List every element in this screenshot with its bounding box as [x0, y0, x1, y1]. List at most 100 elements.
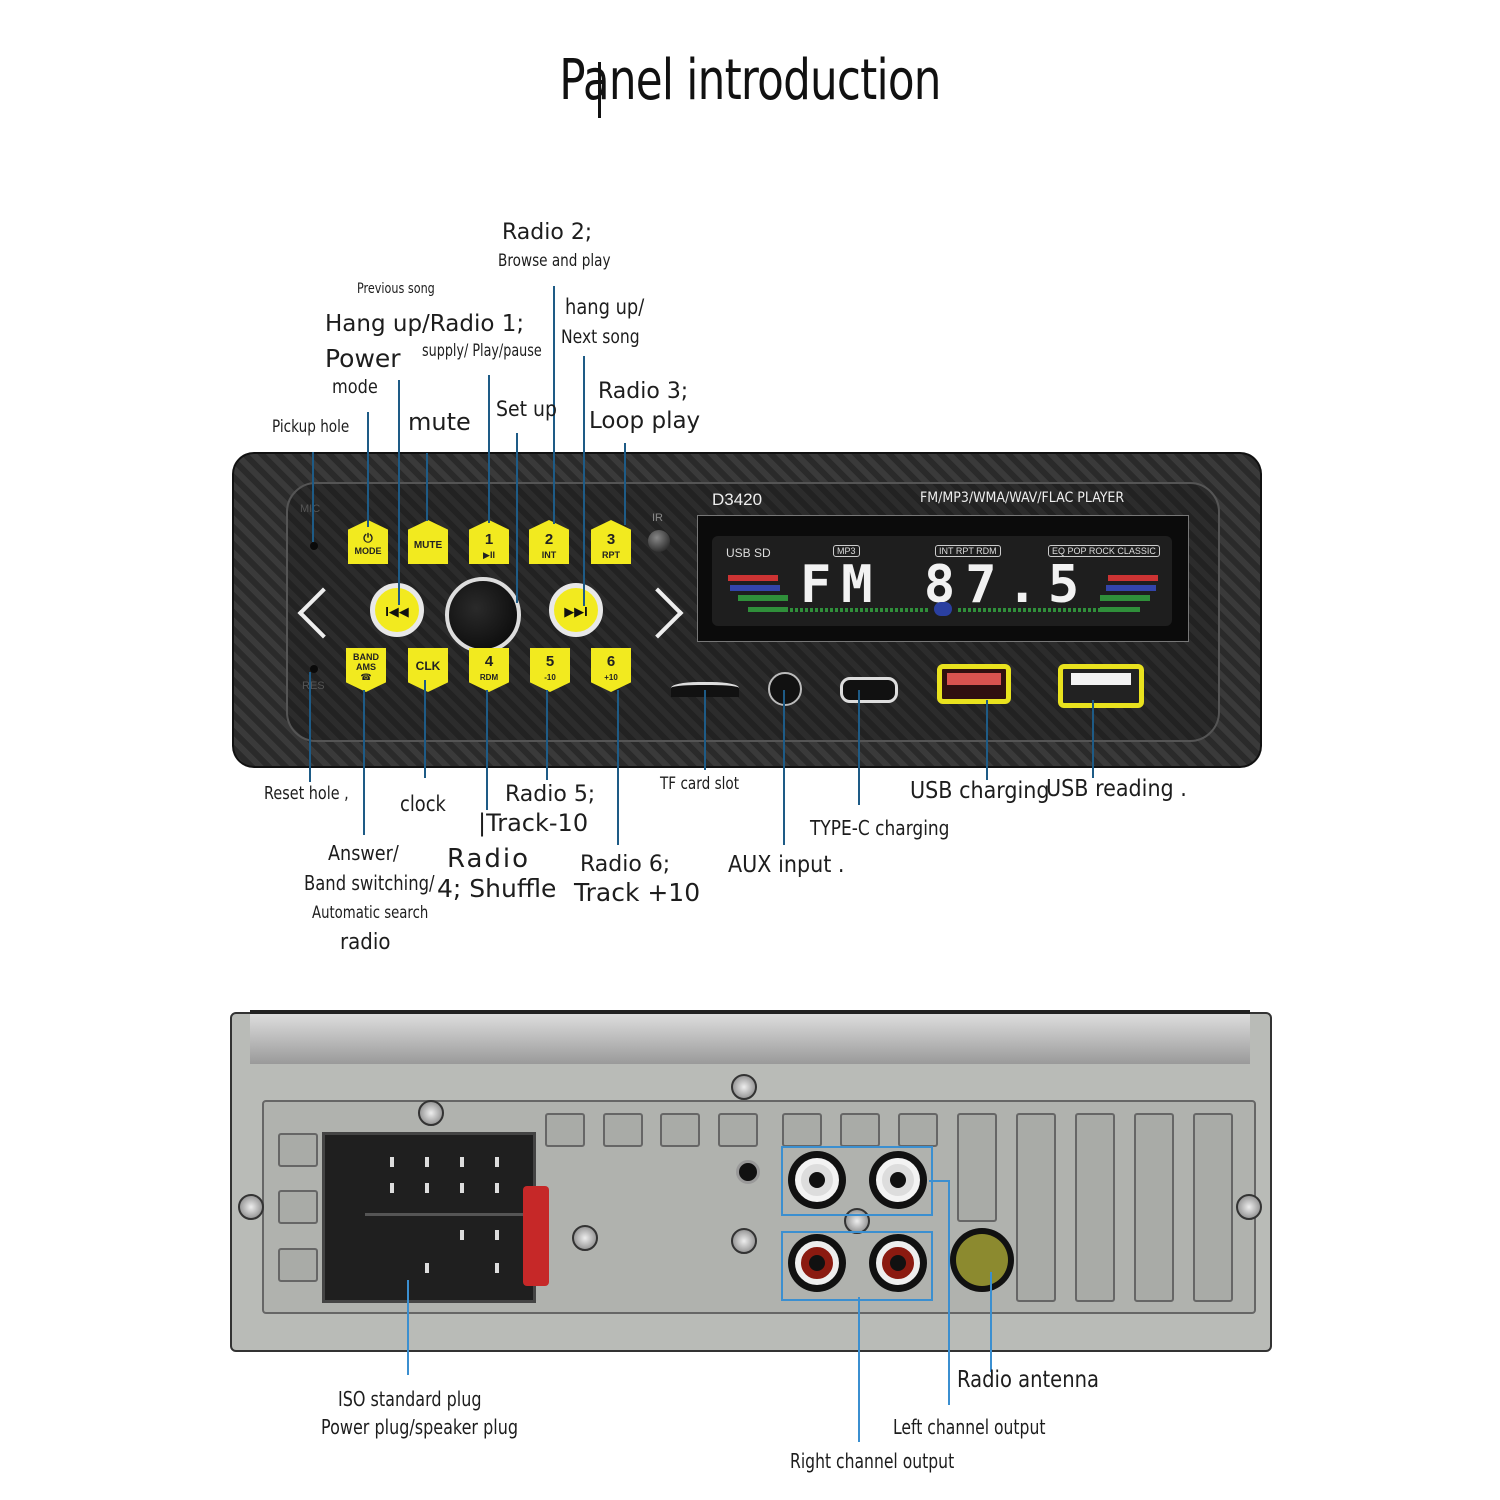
type-c-port[interactable] [840, 677, 898, 703]
preset-2-int-button[interactable]: 2 INT [529, 520, 569, 564]
vent-slot [1134, 1113, 1174, 1302]
right-channel-group-box [781, 1231, 933, 1301]
callout-radio6: Radio 6; [580, 852, 671, 877]
aux-input-jack[interactable] [768, 672, 802, 706]
callout-automatic-search: Automatic search [312, 903, 429, 923]
previous-track-icon: I◀◀ [385, 604, 409, 619]
reset-hole[interactable] [310, 665, 318, 673]
vent-slot [782, 1113, 822, 1147]
rear-chassis-top [250, 1010, 1250, 1064]
preset-4-rdm-button[interactable]: 4 RDM [469, 648, 509, 692]
leader-radio2 [553, 286, 555, 524]
callout-pickup-hole: Pickup hole [272, 417, 350, 437]
callout-radio-word: radio [340, 930, 391, 955]
lcd-level-dots-left [780, 608, 930, 612]
usb-charging-port[interactable] [937, 664, 1011, 704]
mute-button-label: MUTE [413, 540, 443, 551]
leader-next-song [583, 356, 585, 606]
screw-icon [844, 1208, 870, 1234]
band-ams-label: BAND AMS [353, 652, 379, 672]
leader-usb-reading [1092, 700, 1094, 778]
leader-type-c [858, 690, 860, 805]
lcd-mp3-label: MP3 [833, 545, 860, 557]
page-title: Panel introduction [559, 48, 941, 113]
leader-reset-hole [309, 672, 311, 782]
phone-answer-icon: ☎ [360, 671, 372, 682]
callout-track-minus-10: |Track-10 [478, 809, 589, 837]
callout-band-switching: Band switching/ [304, 871, 435, 895]
lcd-level-dots-right [958, 608, 1108, 612]
vent-slot [957, 1113, 997, 1222]
bluetooth-indicator-icon [934, 602, 952, 616]
callout-aux-input: AUX input . [728, 852, 845, 878]
preset-5-number: 5 [545, 653, 555, 670]
band-ams-button[interactable]: BAND AMS ☎ [346, 648, 386, 692]
callout-mute: mute [408, 408, 471, 436]
leader-right-channel [858, 1297, 860, 1442]
callout-hang-up-radio1: Hang up/Radio 1; [325, 311, 525, 337]
preset-1-number: 1 [484, 531, 494, 548]
ir-sensor [648, 530, 670, 552]
vent-slot [603, 1113, 643, 1147]
leader-radio5 [546, 690, 548, 780]
callout-browse-and-play: Browse and play [498, 251, 611, 271]
callout-iso-plug: ISO standard plug [338, 1387, 482, 1411]
screw-icon [572, 1225, 598, 1251]
screw-icon [731, 1228, 757, 1254]
leader-play-pause [488, 375, 490, 523]
rca-red-output-2[interactable] [869, 1234, 927, 1292]
leader-left-channel-h [929, 1180, 949, 1182]
callout-right-channel-output: Right channel output [790, 1449, 955, 1473]
leader-radio-antenna [990, 1272, 992, 1372]
mute-button[interactable]: MUTE [408, 520, 448, 564]
preset-1-play-pause-button[interactable]: 1 ▶II [469, 520, 509, 564]
leader-mute [426, 453, 428, 521]
preset-3-sub: RPT [602, 549, 620, 560]
leader-pickup-hole [312, 452, 314, 542]
next-track-icon: ▶▶I [564, 604, 588, 619]
vent-slot [898, 1113, 938, 1147]
callout-track-plus-10: Track +10 [574, 878, 701, 907]
spectrum-right-icon [1100, 575, 1158, 612]
preset-3-rpt-button[interactable]: 3 RPT [591, 520, 631, 564]
leader-usb-charging [986, 700, 988, 780]
preset-5-minus10-button[interactable]: 5 -10 [530, 648, 570, 692]
radio-antenna-socket[interactable] [950, 1228, 1014, 1292]
front-panel [232, 452, 1262, 768]
rca-white-output-1[interactable] [788, 1151, 846, 1209]
callout-usb-reading: USB reading . [1046, 776, 1187, 802]
play-pause-icon: ▶II [483, 549, 495, 560]
leader-tf-card [704, 690, 706, 770]
leader-clock [424, 680, 426, 778]
callout-supply-play-pause: supply/ Play/pause [422, 341, 542, 361]
leader-power-mode [367, 412, 369, 527]
model-label: D3420 [712, 490, 763, 509]
vent-slot [1075, 1113, 1115, 1302]
vent-slot [278, 1248, 318, 1282]
callout-radio5: Radio 5; [505, 782, 596, 807]
vent-slot [718, 1113, 758, 1147]
volume-setup-knob[interactable] [445, 577, 521, 653]
preset-2-sub: INT [541, 549, 557, 560]
previous-track-button[interactable]: I◀◀ [370, 583, 424, 637]
clock-button[interactable]: CLK [408, 648, 448, 692]
preset-6-number: 6 [606, 653, 616, 670]
callout-loop-play: Loop play [589, 408, 701, 434]
next-track-button[interactable]: ▶▶I [549, 583, 603, 637]
title-cursor-bar [598, 62, 601, 118]
callout-radio-antenna: Radio antenna [957, 1367, 1099, 1393]
mode-power-button[interactable]: ⏻ MODE [348, 520, 388, 564]
iso-standard-plug[interactable] [322, 1132, 536, 1303]
tf-card-slot[interactable] [671, 682, 739, 697]
callout-next-song: Next song [561, 326, 640, 348]
clock-button-label: CLK [415, 659, 441, 673]
vent-slot [840, 1113, 880, 1147]
rca-red-output-1[interactable] [788, 1234, 846, 1292]
preset-6-plus10-button[interactable]: 6 +10 [591, 648, 631, 692]
ir-mark: IR [652, 512, 663, 524]
usb-reading-port[interactable] [1058, 664, 1144, 708]
leader-set-up [516, 433, 518, 603]
spectrum-left-icon [728, 575, 788, 612]
rca-white-output-2[interactable] [869, 1151, 927, 1209]
callout-tf-card-slot: TF card slot [660, 774, 740, 794]
